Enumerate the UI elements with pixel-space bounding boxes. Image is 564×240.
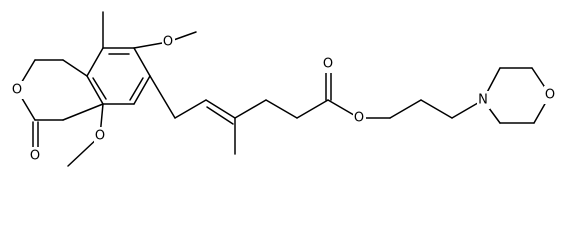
bond — [265, 99, 298, 119]
atom-labels: O O O O O O N O — [11, 33, 557, 165]
atom-label: O — [30, 149, 40, 164]
atom-ester-link-oxygen: O — [353, 109, 366, 127]
atom-label: O — [354, 111, 364, 126]
atom-label: O — [95, 129, 105, 144]
bond — [62, 59, 88, 77]
chemical-structure-diagram: O O O O O O N O — [11, 11, 557, 167]
atom-label: O — [545, 88, 555, 103]
atom-ester-carbonyl-oxygen: O — [322, 55, 335, 73]
atom-lactone-ring-oxygen: O — [11, 81, 24, 99]
atom-morpholine-oxygen: O — [544, 86, 557, 104]
bond — [389, 99, 422, 119]
bond — [174, 99, 207, 119]
atom-label: N — [478, 93, 488, 108]
bond — [129, 77, 144, 101]
bond — [86, 47, 104, 77]
bond — [296, 99, 329, 119]
atom-methoxy-bottom-oxygen: O — [94, 127, 107, 145]
bond — [62, 103, 104, 121]
bonds — [16, 11, 551, 167]
bond — [149, 75, 176, 119]
bond — [206, 106, 234, 125]
atom-morpholine-nitrogen: N — [477, 91, 490, 109]
atom-methoxy-top-oxygen: O — [162, 33, 175, 51]
bond — [133, 47, 151, 77]
atom-label: O — [163, 35, 173, 50]
atom-lactone-carbonyl-oxygen: O — [29, 147, 42, 165]
atom-label: O — [323, 57, 333, 72]
bond — [86, 75, 104, 105]
bond — [133, 75, 151, 105]
atom-label: O — [12, 83, 22, 98]
bond — [234, 99, 267, 119]
bond — [420, 99, 453, 119]
bond — [205, 99, 236, 119]
bond — [92, 77, 107, 100]
